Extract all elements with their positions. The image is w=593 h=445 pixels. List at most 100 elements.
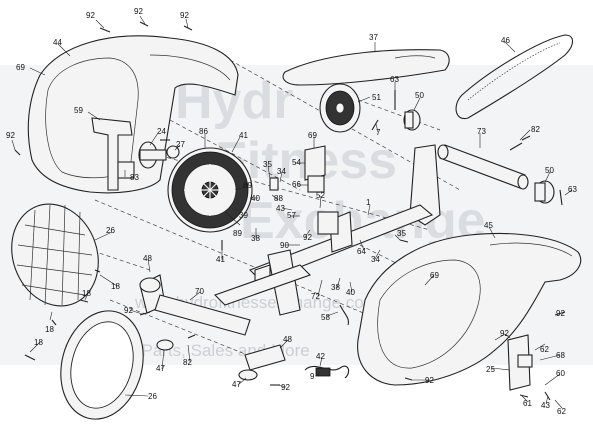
callout-63: 63: [568, 185, 577, 194]
ring-inner: [70, 321, 134, 409]
console-mast-cover: [282, 49, 450, 86]
right-bracket: [507, 334, 533, 391]
callout-62: 62: [540, 345, 549, 354]
callout-92: 92: [180, 11, 189, 20]
ring-disc: [60, 310, 144, 420]
pulley: [319, 83, 361, 133]
callout-82: 82: [183, 358, 192, 367]
callout-38: 38: [331, 283, 340, 292]
callout-89: 89: [233, 229, 242, 238]
callout-54: 54: [292, 158, 301, 167]
callout-47: 47: [232, 380, 241, 389]
callout-92: 92: [303, 233, 312, 242]
callout-43: 43: [276, 204, 285, 213]
hardware-bolts: [14, 21, 566, 401]
callout-9: 9: [310, 372, 315, 381]
hub-axle: [139, 149, 167, 161]
right-shroud-outline: [357, 232, 582, 386]
callout-35: 35: [397, 229, 406, 238]
callout-40: 40: [251, 194, 260, 203]
brake-bracket: [304, 145, 326, 181]
pulley-bore: [335, 102, 345, 114]
idler-wheels: [403, 109, 555, 204]
right-shroud: [357, 232, 582, 386]
flywheel-spokes: [184, 164, 236, 216]
callout-34: 34: [371, 255, 380, 264]
left-shroud-edge: [149, 54, 231, 81]
crank-tube: [437, 144, 529, 190]
callout-18: 18: [111, 282, 120, 291]
mast-cover-slot: [394, 55, 436, 59]
callout-70: 70: [195, 287, 204, 296]
callout-41: 41: [216, 255, 225, 264]
left-shroud-outline: [27, 35, 239, 194]
callout-27: 27: [176, 140, 185, 149]
callout-90: 90: [280, 241, 289, 250]
callout-38: 38: [251, 234, 260, 243]
right-bracket-block: [517, 354, 533, 368]
adapter-brick: [315, 367, 331, 377]
callout-24: 24: [157, 127, 166, 136]
front-stabilizer: [154, 294, 251, 336]
callout-50: 50: [415, 91, 424, 100]
rear-stabilizer: [244, 344, 286, 371]
callout-18: 18: [82, 289, 91, 298]
callout-59: 59: [74, 106, 83, 115]
left-bracket: [91, 117, 135, 191]
sensor: [269, 177, 279, 191]
callout-18: 18: [34, 338, 43, 347]
bracket-plate: [91, 117, 133, 191]
callout-57: 57: [287, 211, 296, 220]
callout-66: 66: [292, 180, 301, 189]
callout-92: 92: [500, 329, 509, 338]
callout-69: 69: [16, 63, 25, 72]
callout-47: 47: [156, 364, 165, 373]
callout-labels: 92 92 92 44 69 92 59 24 27 86 41 83 37 4…: [6, 7, 577, 416]
callout-83: 83: [130, 173, 139, 182]
callout-1: 1: [366, 198, 371, 207]
flywheel: [167, 147, 253, 233]
tension-motor: [317, 211, 339, 235]
grid-disc: [11, 203, 99, 307]
callout-46: 46: [501, 36, 510, 45]
callout-26: 26: [106, 226, 115, 235]
stabilizer-end: [139, 277, 161, 293]
callout-42: 42: [316, 352, 325, 361]
leveler-foot-rear: [238, 369, 258, 381]
bracket-block: [117, 161, 135, 179]
callout-63: 63: [390, 75, 399, 84]
callout-92: 92: [556, 309, 565, 318]
callout-92: 92: [134, 7, 143, 16]
callout-61: 61: [523, 399, 532, 408]
callout-58: 58: [321, 313, 330, 322]
callout-37: 37: [369, 33, 378, 42]
grid-disc-mesh: [16, 204, 93, 306]
callout-52: 52: [316, 191, 325, 200]
callout-92: 92: [86, 11, 95, 20]
brake-magnet: [307, 175, 325, 193]
callout-41: 41: [239, 131, 248, 140]
crank-tube-end-right: [517, 174, 529, 190]
callout-60: 60: [556, 369, 565, 378]
callout-18: 18: [45, 325, 54, 334]
callout-45: 45: [484, 221, 493, 230]
assembly-line: [109, 299, 261, 361]
idler-wheel-upper-body: [404, 111, 414, 129]
brake-assembly: [269, 145, 339, 235]
frame-crossbar: [213, 264, 312, 306]
callout-86: 86: [199, 127, 208, 136]
grid-disc-rim: [11, 203, 99, 307]
callout-73: 73: [477, 127, 486, 136]
right-shroud-recess: [377, 259, 481, 369]
assembly-line: [169, 119, 301, 191]
main-frame: [213, 144, 441, 316]
callout-92: 92: [6, 131, 15, 140]
drive-belt: [455, 34, 574, 120]
callout-68: 68: [556, 351, 565, 360]
stabilizers: [139, 274, 286, 381]
callout-92: 92: [425, 376, 434, 385]
callout-26: 26: [148, 392, 157, 401]
callout-92: 92: [281, 383, 290, 392]
